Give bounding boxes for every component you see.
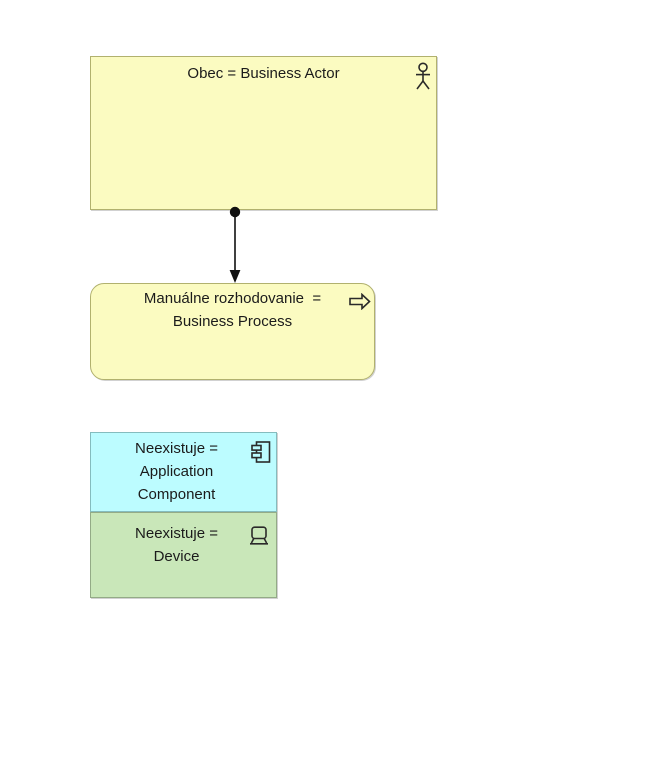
business-process-icon — [349, 293, 371, 310]
label-line: Application — [139, 463, 214, 480]
device-icon — [250, 526, 268, 545]
label-line: Neexistuje = — [135, 525, 218, 542]
node-business-actor-label: Obec = Business Actor — [91, 62, 436, 85]
node-business-process-label: Manuálne rozhodovanie = Business Process — [91, 287, 374, 333]
assignment-source-ball — [229, 206, 241, 218]
label-line: Component — [137, 486, 216, 503]
assignment-relationship[interactable] — [224, 206, 246, 284]
label-line: Business Process — [172, 313, 293, 330]
node-application-component[interactable]: Neexistuje = Application Component — [90, 432, 277, 512]
node-business-actor[interactable]: Obec = Business Actor — [90, 56, 437, 210]
label-line: Device — [153, 548, 200, 565]
label-line: Manuálne rozhodovanie = — [143, 290, 322, 307]
business-actor-icon — [416, 62, 430, 90]
node-device[interactable]: Neexistuje = Device — [90, 512, 277, 598]
node-business-process[interactable]: Manuálne rozhodovanie = Business Process — [90, 283, 375, 380]
assignment-arrowhead — [229, 270, 241, 283]
label-line: Obec = Business Actor — [187, 65, 340, 82]
node-device-label: Neexistuje = Device — [91, 522, 262, 568]
label-line: Neexistuje = — [135, 440, 218, 457]
node-application-component-label: Neexistuje = Application Component — [91, 437, 262, 506]
application-component-icon — [251, 441, 271, 463]
